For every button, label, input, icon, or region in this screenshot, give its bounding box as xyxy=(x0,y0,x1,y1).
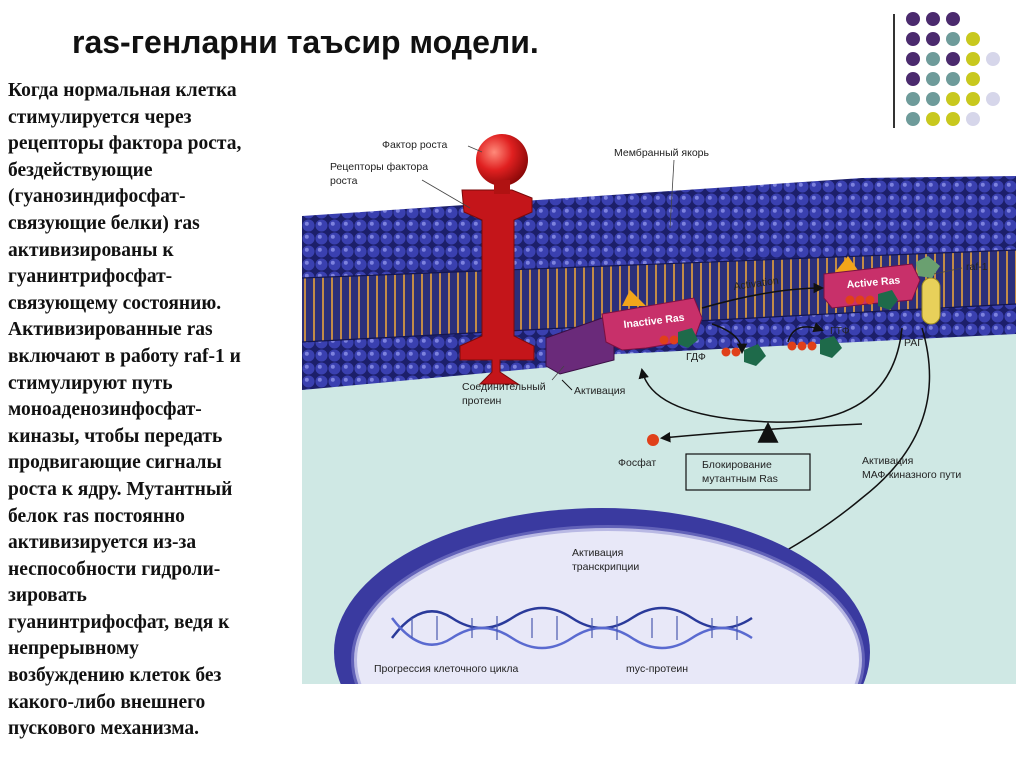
dna-helix xyxy=(391,606,753,650)
dot xyxy=(966,92,980,106)
receptor-label-1: Рецепторы фактора xyxy=(330,161,428,173)
gtp-molecule xyxy=(787,336,842,358)
raf1-label: raf-1 xyxy=(966,261,988,273)
dot xyxy=(906,92,920,106)
growth-factor-receptor xyxy=(459,189,535,385)
dot xyxy=(906,52,920,66)
dot xyxy=(926,92,940,106)
dot xyxy=(906,32,920,46)
block-label-2: мутантным Ras xyxy=(702,473,778,485)
mapk-label-2: МАФ-киназного пути xyxy=(862,469,961,481)
connector-protein xyxy=(545,317,615,375)
transcription-label-1: Активация xyxy=(572,547,623,559)
active-ras: Active Ras xyxy=(823,256,921,310)
growth-factor xyxy=(476,134,528,194)
connector-label-1: Соединительный xyxy=(462,381,546,393)
dot xyxy=(926,72,940,86)
slide-title: ras-генларни таъсир модели. xyxy=(72,24,539,60)
description-text: Когда нормальная клетка стимулируется че… xyxy=(8,80,242,740)
gdp-molecule-free xyxy=(721,344,766,366)
receptor-label-2: роста xyxy=(330,175,358,187)
phosphate-molecule xyxy=(647,434,659,446)
mutant-block-box xyxy=(685,453,811,491)
gdp-molecule xyxy=(659,328,698,348)
dot xyxy=(906,12,920,26)
ras-pathway-diagram: Inactive Ras Active Ras xyxy=(302,128,1016,684)
growth-factor-label: Фактор роста xyxy=(382,139,447,151)
dot xyxy=(926,12,940,26)
dot xyxy=(946,72,960,86)
phosphate-label: Фосфат xyxy=(618,457,656,469)
transcription-label-2: транскрипции xyxy=(572,561,639,573)
cell-cycle-label: Прогрессия клеточного цикла xyxy=(374,663,519,675)
dot xyxy=(946,92,960,106)
mapk-label-1: Активация xyxy=(862,455,913,467)
dot xyxy=(926,52,940,66)
dot xyxy=(966,32,980,46)
dot xyxy=(906,112,920,126)
gdp-label: ГДФ xyxy=(686,351,706,363)
membrane-anchor-label: Мембранный якорь xyxy=(614,147,710,159)
myc-label: myc-протеин xyxy=(626,663,688,675)
dot xyxy=(946,52,960,66)
dot xyxy=(986,52,1000,66)
dot xyxy=(966,72,980,86)
dot xyxy=(986,92,1000,106)
dot xyxy=(926,32,940,46)
label-leader-lines xyxy=(421,145,963,381)
dot xyxy=(966,112,980,126)
dot xyxy=(906,72,920,86)
rag-label: РАГ xyxy=(904,337,923,349)
dot xyxy=(926,112,940,126)
block-label-1: Блокирование xyxy=(702,459,772,471)
divider-line xyxy=(893,14,895,130)
nucleus xyxy=(334,508,870,684)
dot xyxy=(966,52,980,66)
connector-label-2: протеин xyxy=(462,395,502,407)
rag-protein xyxy=(916,256,940,278)
gtp-label: ГТФ xyxy=(830,325,850,337)
dot xyxy=(946,32,960,46)
activation-ru-label: Активация xyxy=(574,385,625,397)
active-ras-label: Active Ras xyxy=(846,274,901,291)
dot xyxy=(946,12,960,26)
dot xyxy=(946,112,960,126)
raf1-protein xyxy=(921,277,941,325)
